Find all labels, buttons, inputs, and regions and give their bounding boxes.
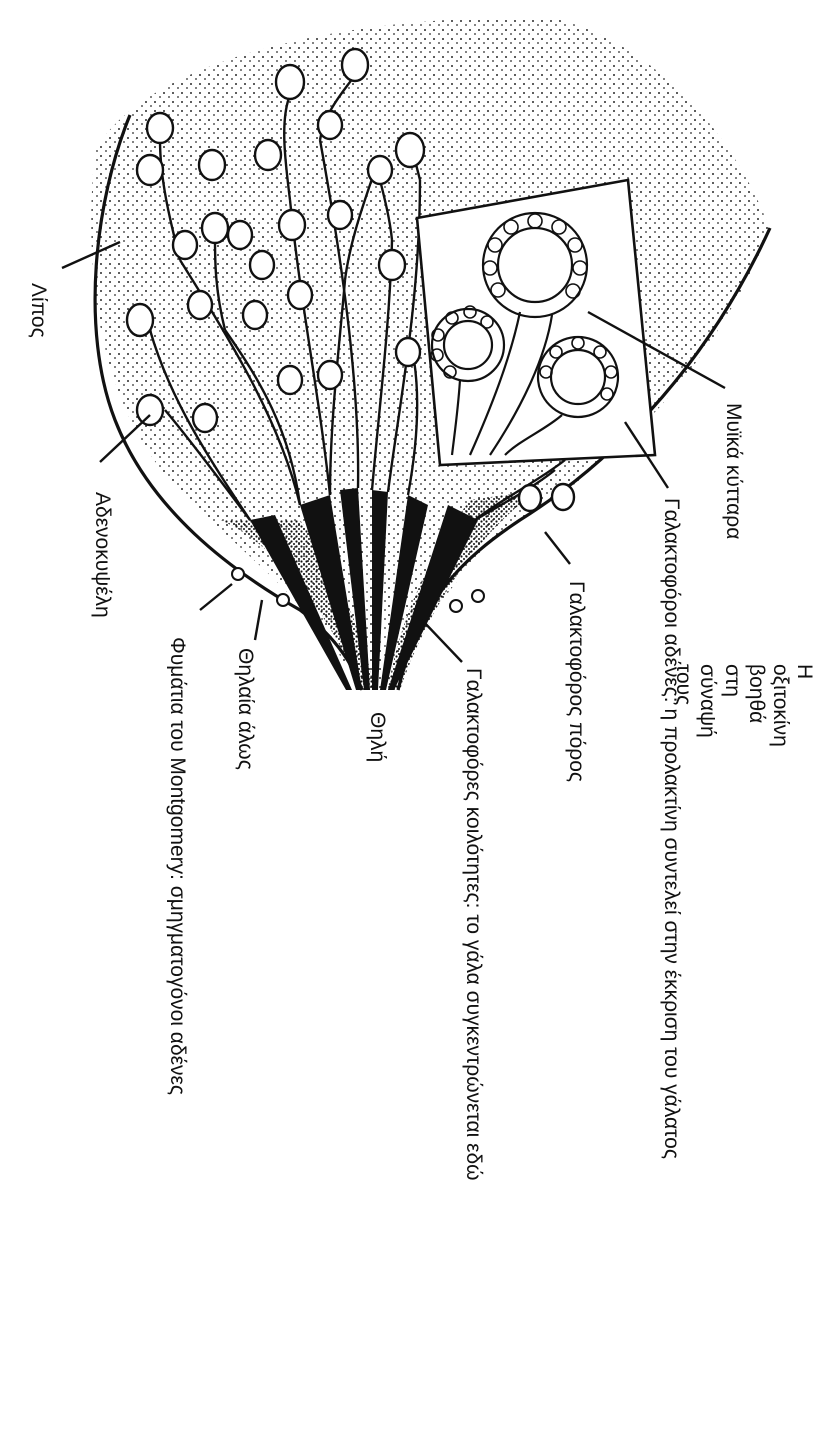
label-milk-glands: Γαλακτοφόροι αδένες: η προλακτίνη συντελ… [659,498,683,1159]
label-oxytocin: Η οξιτοκίνη βοηθά στη σύναψή τους [671,664,816,747]
leader-montgomery [200,584,232,610]
label-alveolus: Αδενοκυψέλη [90,492,114,618]
leader-milk-sinuses [422,620,462,662]
label-montgomery: Φυμάτια του Montgomery: σμηγματογόνοι αδ… [165,637,189,1095]
magnified-inset [417,180,655,465]
leader-areola [255,600,262,640]
label-areola: Θηλαία άλως [233,648,257,770]
label-fat: Λίπος [26,283,50,338]
leader-milk-duct [545,532,570,564]
label-milk-sinuses: Γαλακτοφόρες κοιλότητες: το γάλα συγκεντ… [461,668,485,1181]
label-milk-duct: Γαλακτοφόρος πόρος [564,581,588,782]
label-muscle-cells: Μυϊκά κύτταρα [721,403,745,539]
label-nipple: Θηλή [365,712,389,762]
